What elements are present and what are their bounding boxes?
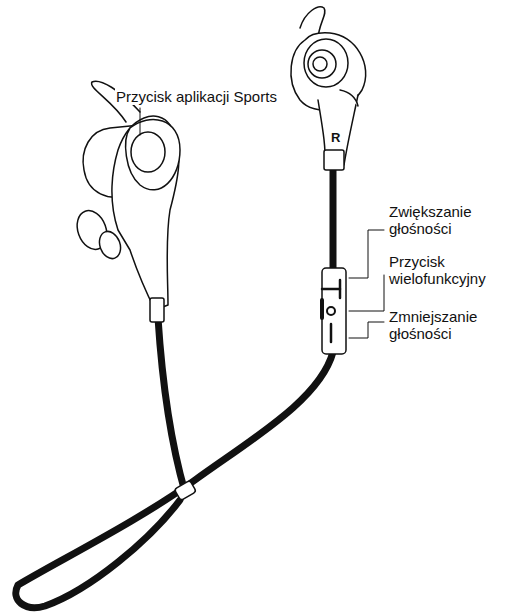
part-label: Przycisk aplikacji Sports [115,88,278,105]
cable-clip [174,480,196,500]
right-earbud [291,7,366,170]
side-marking: R [331,131,340,145]
remote-control [322,268,346,354]
part-label: Zmniejszanie głośności [388,308,502,342]
part-label: Przycisk wielofunkcyjny [388,253,502,287]
cable [158,318,185,492]
cable [330,168,337,270]
left-earbud [72,81,180,322]
part-label: Zwiększanie głośności [388,203,502,237]
leader-line [140,108,384,338]
cable [16,352,333,608]
